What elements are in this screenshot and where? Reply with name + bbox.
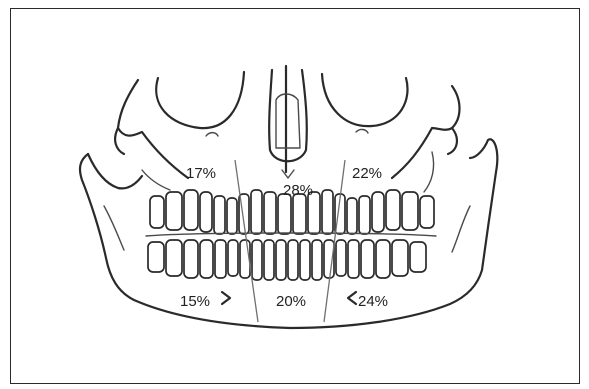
label-lower-center: 20% <box>276 293 306 310</box>
label-upper-center: 28% <box>283 182 313 199</box>
label-lower-left: 15% <box>180 293 210 310</box>
occlusal-line <box>146 233 436 236</box>
lower-teeth <box>148 240 426 280</box>
hook-lower-right <box>348 292 356 304</box>
hook-lower-left <box>222 292 230 304</box>
label-lower-right: 24% <box>358 293 388 310</box>
skull-outline <box>115 66 459 192</box>
percentage-labels: 17% 28% 22% 15% 20% 24% <box>180 165 388 310</box>
label-upper-right: 22% <box>352 165 382 182</box>
label-upper-left: 17% <box>186 165 216 182</box>
